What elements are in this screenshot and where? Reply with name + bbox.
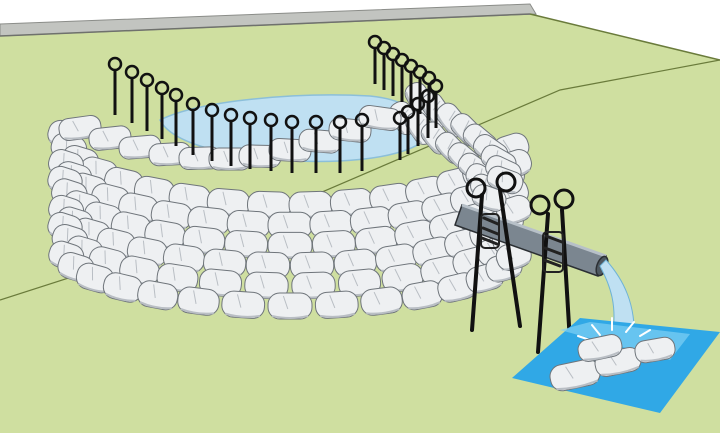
sandbag [221, 290, 265, 319]
sandbag [268, 293, 312, 319]
sandbag [315, 290, 359, 319]
